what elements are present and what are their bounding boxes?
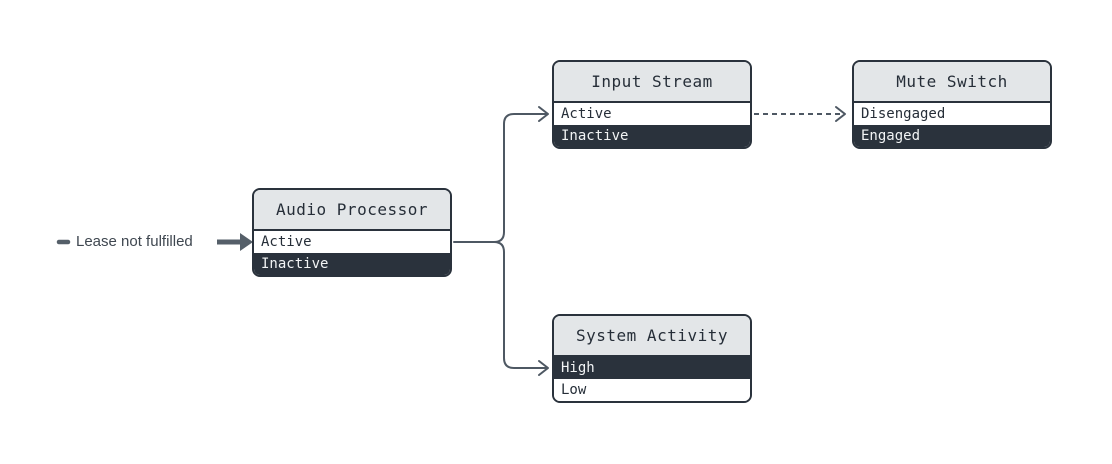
state-row-inactive: Inactive xyxy=(254,253,450,275)
node-title: Audio Processor xyxy=(254,190,450,231)
node-title: System Activity xyxy=(554,316,750,357)
node-title: Input Stream xyxy=(554,62,750,103)
state-row-low: Low xyxy=(554,379,750,401)
arrowhead-mute-switch-icon xyxy=(835,106,846,122)
arrowhead-system-activity-icon xyxy=(538,360,549,376)
state-row-active: Active xyxy=(254,231,450,253)
annotation-arrowhead-icon xyxy=(240,233,253,251)
node-mute-switch[interactable]: Mute Switch Disengaged Engaged xyxy=(852,60,1052,149)
node-audio-processor[interactable]: Audio Processor Active Inactive xyxy=(252,188,452,277)
state-row-high: High xyxy=(554,357,750,379)
state-row-disengaged: Disengaged xyxy=(854,103,1050,125)
node-title: Mute Switch xyxy=(854,62,1050,103)
node-system-activity[interactable]: System Activity High Low xyxy=(552,314,752,403)
state-row-inactive: Inactive xyxy=(554,125,750,147)
edge-to-system-activity xyxy=(493,241,548,369)
annotation-label: Lease not fulfilled xyxy=(76,233,193,250)
arrowhead-input-stream-icon xyxy=(538,106,549,122)
state-row-active: Active xyxy=(554,103,750,125)
state-row-engaged: Engaged xyxy=(854,125,1050,147)
node-input-stream[interactable]: Input Stream Active Inactive xyxy=(552,60,752,149)
edge-to-input-stream xyxy=(493,113,548,243)
